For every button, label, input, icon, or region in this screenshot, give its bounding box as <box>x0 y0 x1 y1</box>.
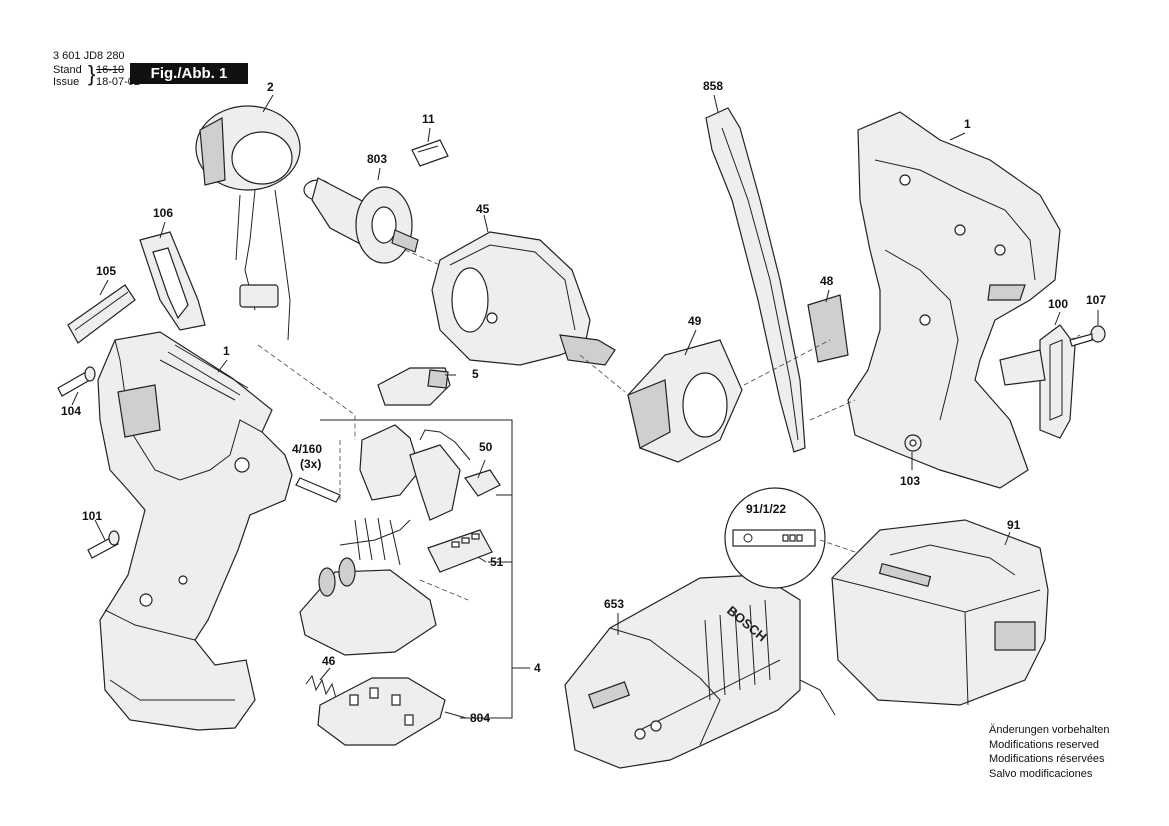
part-label-1-right: 1 <box>964 117 971 131</box>
trigger-switch <box>359 424 471 521</box>
notice-line-fr: Modifications réservées <box>989 753 1105 765</box>
pad-part-48 <box>807 294 849 363</box>
header-brace: } <box>88 61 96 86</box>
screw-part-101 <box>87 530 120 559</box>
part-number: 3 601 JD8 280 <box>53 50 125 62</box>
part-label-106: 106 <box>153 206 174 220</box>
part-label-46: 46 <box>322 654 336 668</box>
spring-part-46 <box>305 674 337 699</box>
issue-label: Issue <box>53 76 80 88</box>
left-housing-part-1 <box>97 331 293 731</box>
part-label-50: 50 <box>479 440 493 454</box>
screw-part-107 <box>1069 325 1106 347</box>
part-label-45: 45 <box>476 202 490 216</box>
part-label-1-left: 1 <box>223 344 230 358</box>
electronics-module <box>299 517 437 656</box>
nut-part-103 <box>904 434 922 452</box>
stand-value: 16-10 <box>96 64 125 76</box>
notice-line-es: Salvo modificaciones <box>989 767 1093 780</box>
part-label-4-160-qty: (3x) <box>300 457 322 471</box>
pad-part-106 <box>139 231 206 331</box>
label-callout-91-1-22 <box>724 487 826 589</box>
gearbox-part-45 <box>431 231 616 366</box>
part-label-48: 48 <box>820 274 834 288</box>
screw-part-104 <box>57 366 96 397</box>
figure-badge: Fig./Abb. 1 <box>130 63 248 84</box>
part-label-2: 2 <box>267 80 274 94</box>
lever-part-50 <box>464 469 501 497</box>
part-label-5: 5 <box>472 367 479 381</box>
led-module-part-51 <box>427 529 493 573</box>
battery-part-91 <box>831 519 1049 706</box>
right-housing-part-1 <box>847 111 1061 489</box>
part-label-653: 653 <box>604 597 625 611</box>
stator-part-2 <box>195 105 301 341</box>
part-label-104: 104 <box>61 404 82 418</box>
part-label-11: 11 <box>422 112 435 126</box>
part-label-101: 101 <box>82 509 103 523</box>
part-label-51: 51 <box>490 555 504 569</box>
pin-part-4-160 <box>295 477 341 503</box>
part-label-858: 858 <box>703 79 724 93</box>
part-label-91: 91 <box>1007 518 1021 532</box>
notice-line-de: Änderungen vorbehalten <box>989 724 1110 736</box>
clip-part-11 <box>411 139 449 167</box>
part-label-103: 103 <box>900 474 921 488</box>
belt-clip-part-100 <box>999 324 1076 439</box>
charger-part-653 <box>564 574 836 769</box>
contact-plate-part-804 <box>317 677 446 746</box>
switch-slide-part-5 <box>377 367 451 406</box>
part-label-4: 4 <box>534 661 541 675</box>
part-label-803: 803 <box>367 152 388 166</box>
part-label-49: 49 <box>688 314 702 328</box>
notice-line-en: Modifications reserved <box>989 738 1100 751</box>
stand-label: Stand <box>53 64 82 76</box>
modifications-notice: Änderungen vorbehalten Modifications res… <box>989 723 1109 781</box>
part-label-105: 105 <box>96 264 117 278</box>
part-label-804: 804 <box>470 711 491 725</box>
issue-value: 18-07-02 <box>96 76 141 88</box>
rotor-part-803 <box>303 177 419 264</box>
nameplate-part-105 <box>67 284 136 344</box>
part-label-107: 107 <box>1086 293 1107 307</box>
front-cap-part-49 <box>627 339 743 463</box>
part-label-100: 100 <box>1048 297 1069 311</box>
part-label-91-1-22: 91/1/22 <box>746 502 787 516</box>
part-label-4-160: 4/160 <box>292 442 323 456</box>
